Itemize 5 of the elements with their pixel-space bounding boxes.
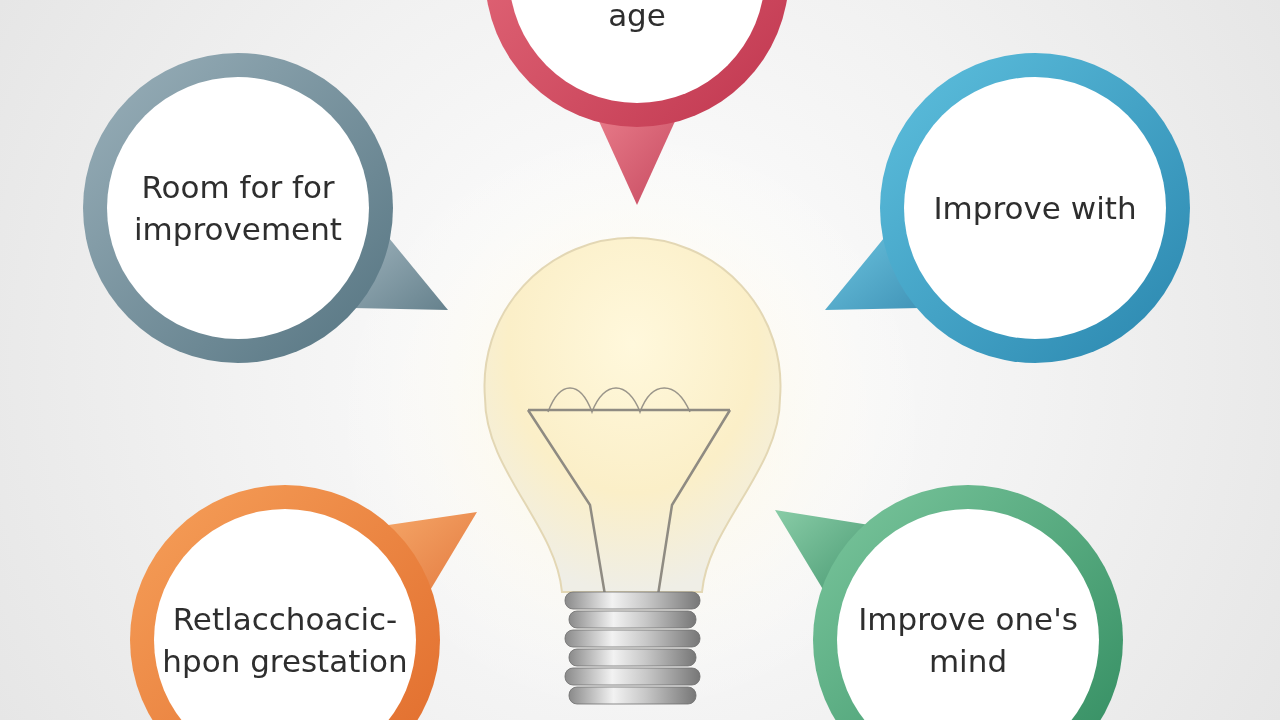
bubble-text: Improve with <box>932 188 1138 228</box>
bubble-text: Retlacchoacic- hpon grestation <box>161 599 409 681</box>
bubble-text: Improve one's mind <box>857 599 1079 681</box>
bubble-text: Room for for improvement <box>133 167 343 249</box>
bubble-text: age <box>607 0 667 35</box>
